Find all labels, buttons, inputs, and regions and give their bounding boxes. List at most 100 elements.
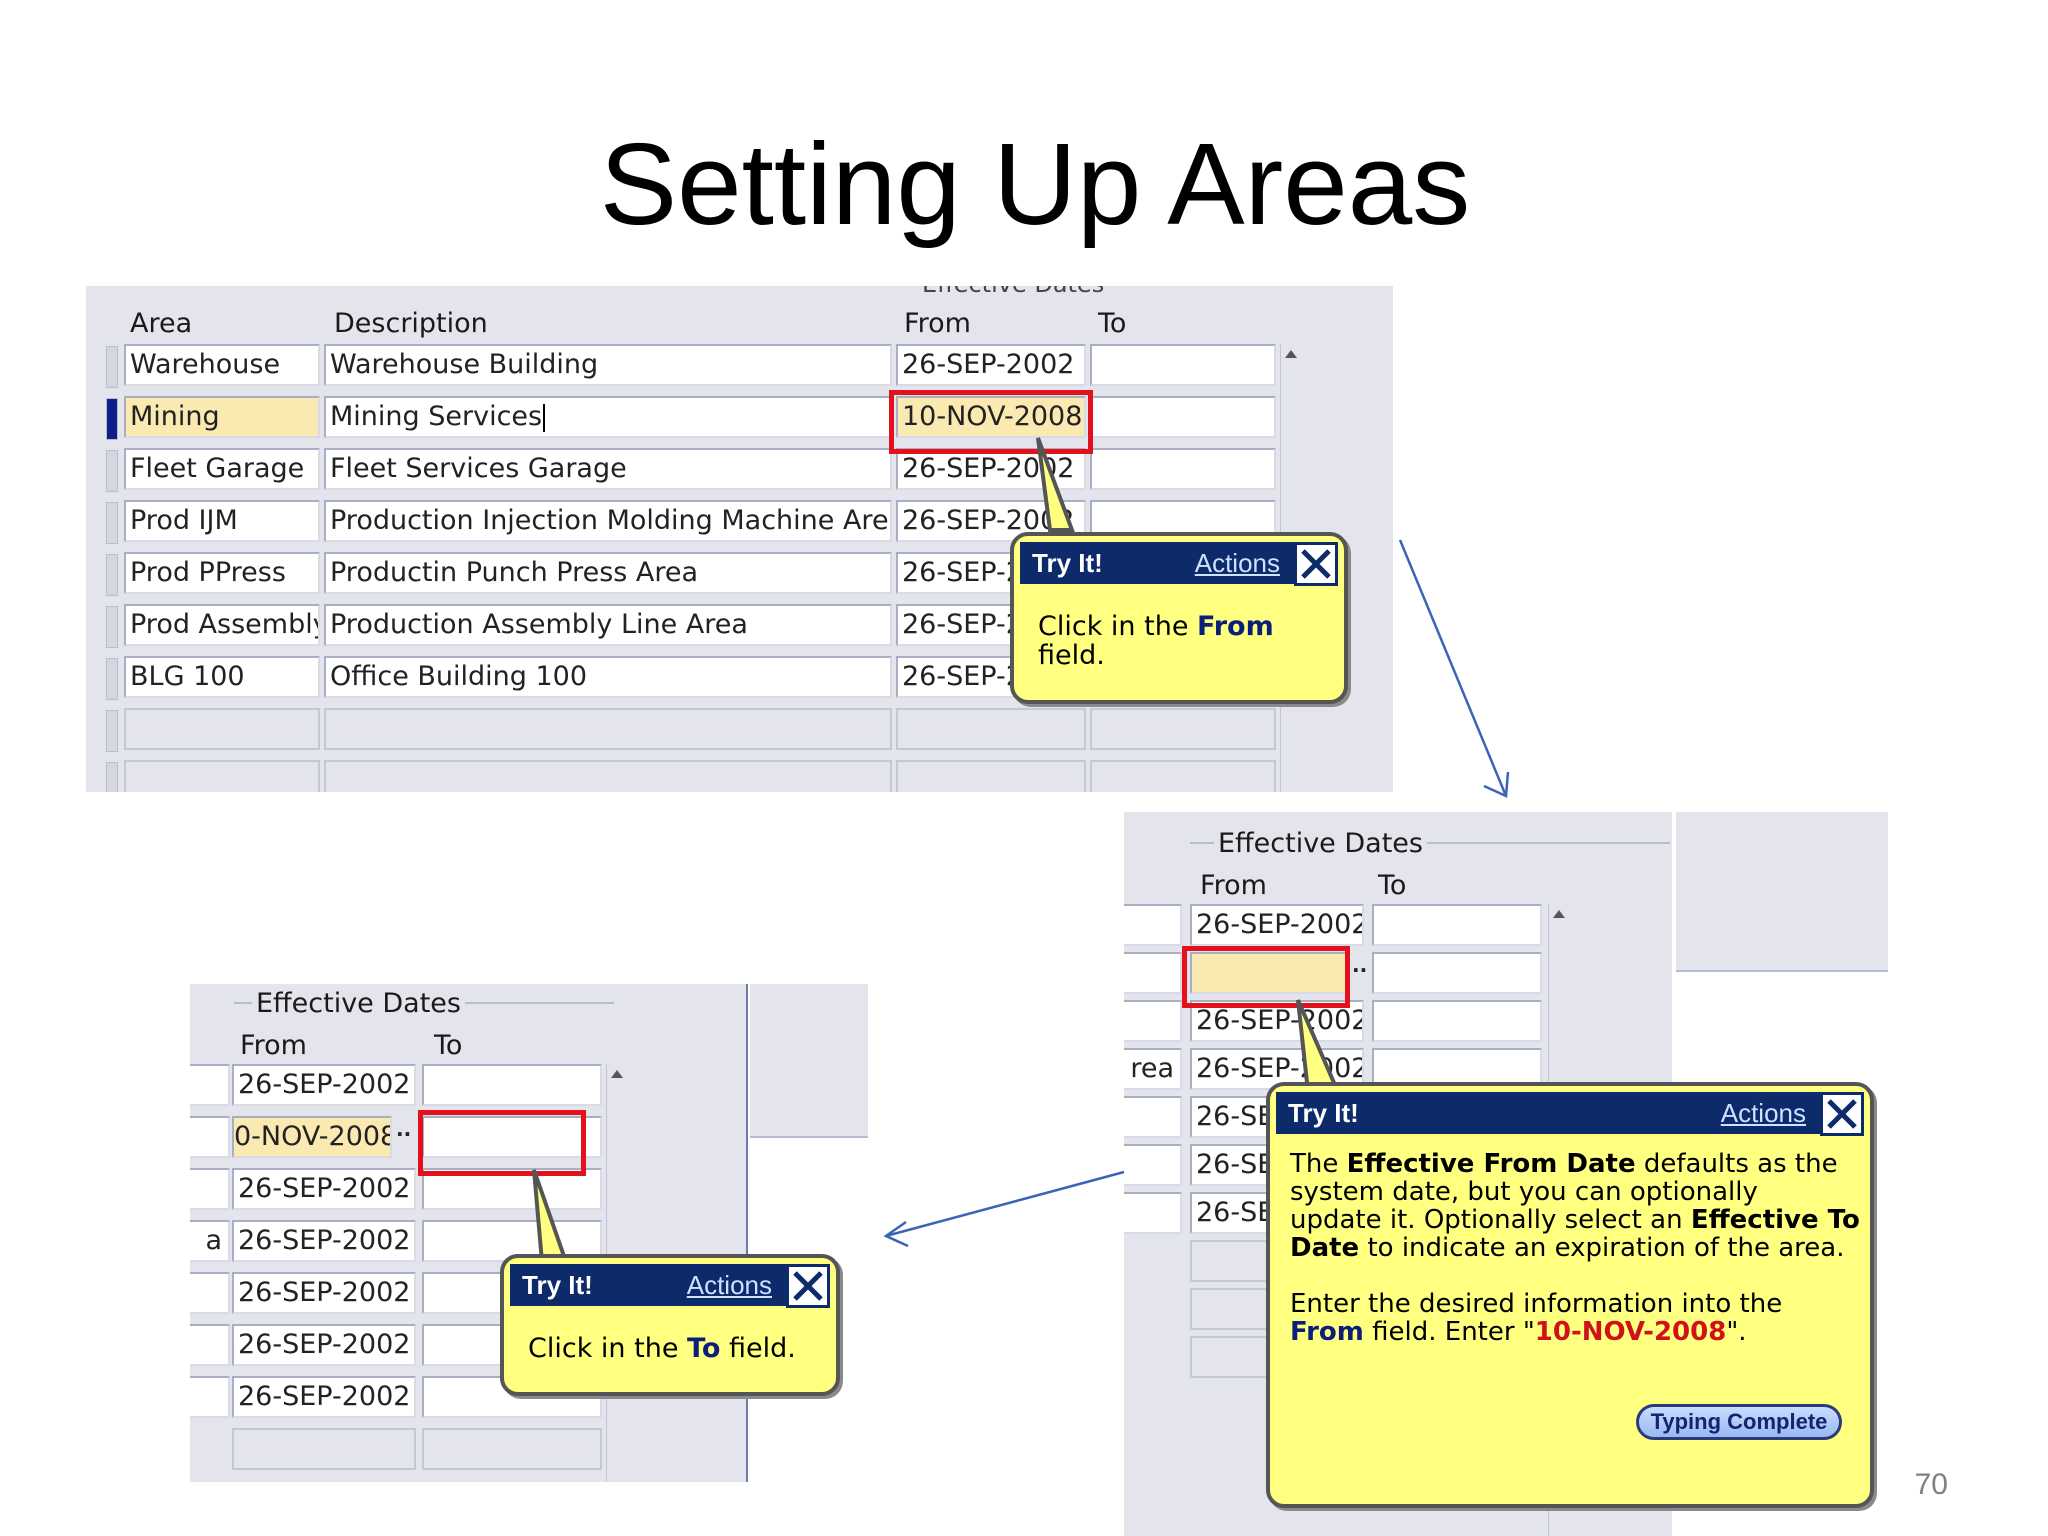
description-column-header: Description	[334, 308, 488, 339]
prefix-field[interactable]	[1124, 1192, 1182, 1234]
description-field[interactable]: Production Assembly Line Area	[324, 604, 892, 646]
empty-field[interactable]	[324, 708, 892, 750]
actions-link[interactable]: Actions	[1720, 1097, 1806, 1128]
callout-instruction: Click in the To field.	[528, 1334, 828, 1363]
prefix-field[interactable]	[1124, 952, 1182, 994]
row-marker[interactable]	[106, 710, 118, 752]
to-date-field[interactable]	[1372, 904, 1542, 946]
arrowhead-icon	[1483, 771, 1510, 798]
row-marker[interactable]	[106, 658, 118, 700]
row-marker[interactable]	[106, 606, 118, 648]
row-marker-active[interactable]	[106, 398, 118, 440]
empty-field[interactable]	[1090, 708, 1276, 750]
from-date-field[interactable]: 26-SEP-2002	[896, 344, 1086, 386]
area-field-current[interactable]: Mining	[124, 396, 320, 438]
to-date-field[interactable]	[422, 1064, 602, 1106]
callout-title-bar: Try It! Actions	[1020, 542, 1338, 584]
close-button[interactable]	[786, 1264, 830, 1308]
close-button[interactable]	[1820, 1092, 1864, 1136]
empty-field[interactable]	[422, 1428, 602, 1470]
to-date-field[interactable]	[1372, 1000, 1542, 1042]
prefix-field[interactable]	[1124, 1000, 1182, 1042]
to-column-header: To	[1098, 308, 1127, 339]
scroll-up-icon[interactable]	[1551, 906, 1567, 922]
typing-complete-button[interactable]: Typing Complete	[1636, 1404, 1842, 1440]
area-field[interactable]: Prod IJM	[124, 500, 320, 542]
instruction-field-name: From	[1197, 611, 1274, 642]
row-marker[interactable]	[106, 346, 118, 388]
row-marker[interactable]	[106, 450, 118, 492]
prefix-field[interactable]: a	[190, 1220, 230, 1262]
side-panel-strip	[1676, 812, 1888, 972]
prefix-field[interactable]	[1124, 1096, 1182, 1138]
prefix-field[interactable]	[190, 1272, 230, 1314]
prefix-field[interactable]	[190, 1116, 230, 1158]
tryit-label: Try It!	[1032, 547, 1103, 578]
row-marker[interactable]	[106, 762, 118, 792]
prefix-field[interactable]	[190, 1376, 230, 1418]
from-date-field-current[interactable]: 0-NOV-2008	[232, 1116, 392, 1158]
from-date-field-current[interactable]	[1190, 952, 1350, 994]
row-marker[interactable]	[106, 554, 118, 596]
row-marker[interactable]	[106, 502, 118, 544]
empty-field[interactable]	[232, 1428, 416, 1470]
effective-dates-label: Effective Dates	[1214, 828, 1427, 859]
area-field[interactable]: Prod Assembly	[124, 604, 320, 646]
from-date-field[interactable]: 26-SEP-2002	[1190, 904, 1364, 946]
actions-link[interactable]: Actions	[1194, 547, 1280, 578]
description-field[interactable]: Productin Punch Press Area	[324, 552, 892, 594]
empty-field[interactable]	[124, 708, 320, 750]
empty-field[interactable]	[896, 708, 1086, 750]
lov-ellipsis-icon[interactable]: ··	[1352, 958, 1368, 982]
from-date-field[interactable]: 26-SEP-2002	[232, 1376, 416, 1418]
prefix-field[interactable]	[1124, 1144, 1182, 1186]
description-field[interactable]: Production Injection Molding Machine Are…	[324, 500, 892, 542]
to-date-field[interactable]	[1090, 344, 1276, 386]
from-date-field[interactable]: 26-SEP-2002	[232, 1324, 416, 1366]
instruction-text: Click in the	[1038, 611, 1198, 642]
close-icon	[793, 1271, 823, 1301]
area-field[interactable]: Warehouse	[124, 344, 320, 386]
to-date-field[interactable]	[1372, 952, 1542, 994]
from-column-header: From	[1200, 870, 1267, 901]
callout-title-bar: Try It! Actions	[1276, 1092, 1864, 1134]
from-date-field[interactable]: 26-SEP-2002	[232, 1064, 416, 1106]
instruction-field-name: To	[687, 1333, 721, 1364]
description-field[interactable]: Fleet Services Garage	[324, 448, 892, 490]
to-field-highlight-box	[418, 1110, 586, 1176]
empty-field[interactable]	[324, 760, 892, 792]
empty-field[interactable]	[1090, 760, 1276, 792]
prefix-field[interactable]	[190, 1064, 230, 1106]
scroll-up-icon[interactable]	[609, 1066, 625, 1082]
actions-link[interactable]: Actions	[686, 1269, 772, 1300]
from-date-field[interactable]: 26-SEP-2002	[232, 1220, 416, 1262]
prefix-field[interactable]	[190, 1324, 230, 1366]
empty-field[interactable]	[124, 760, 320, 792]
to-date-field[interactable]	[422, 1116, 602, 1158]
area-field[interactable]: BLG 100	[124, 656, 320, 698]
scroll-up-icon[interactable]	[1283, 346, 1299, 362]
from-date-field-current[interactable]: 10-NOV-2008	[896, 396, 1086, 438]
empty-field[interactable]	[896, 760, 1086, 792]
prefix-field[interactable]	[190, 1168, 230, 1210]
desc-text: ".	[1726, 1317, 1747, 1347]
from-date-field[interactable]: 26-SEP-2002	[232, 1168, 416, 1210]
to-date-field[interactable]	[1090, 448, 1276, 490]
tryit-callout-to: Try It! Actions Click in the To field.	[500, 1254, 840, 1396]
prefix-field[interactable]	[1124, 904, 1182, 946]
arrow-to-left-panel	[885, 1170, 1125, 1238]
tryit-label: Try It!	[1288, 1097, 1359, 1128]
desc-value: 10-NOV-2008	[1534, 1317, 1727, 1347]
text-cursor	[543, 403, 546, 432]
description-field[interactable]: Office Building 100	[324, 656, 892, 698]
close-button[interactable]	[1294, 542, 1338, 586]
prefix-field[interactable]: rea	[1124, 1048, 1182, 1090]
lov-ellipsis-icon[interactable]: ··	[396, 1122, 412, 1146]
area-field[interactable]: Prod PPress	[124, 552, 320, 594]
from-date-field[interactable]: 26-SEP-2002	[232, 1272, 416, 1314]
description-field[interactable]: Warehouse Building	[324, 344, 892, 386]
area-field[interactable]: Fleet Garage	[124, 448, 320, 490]
to-date-field[interactable]	[1090, 396, 1276, 438]
instruction-text-end: field.	[1038, 640, 1105, 671]
